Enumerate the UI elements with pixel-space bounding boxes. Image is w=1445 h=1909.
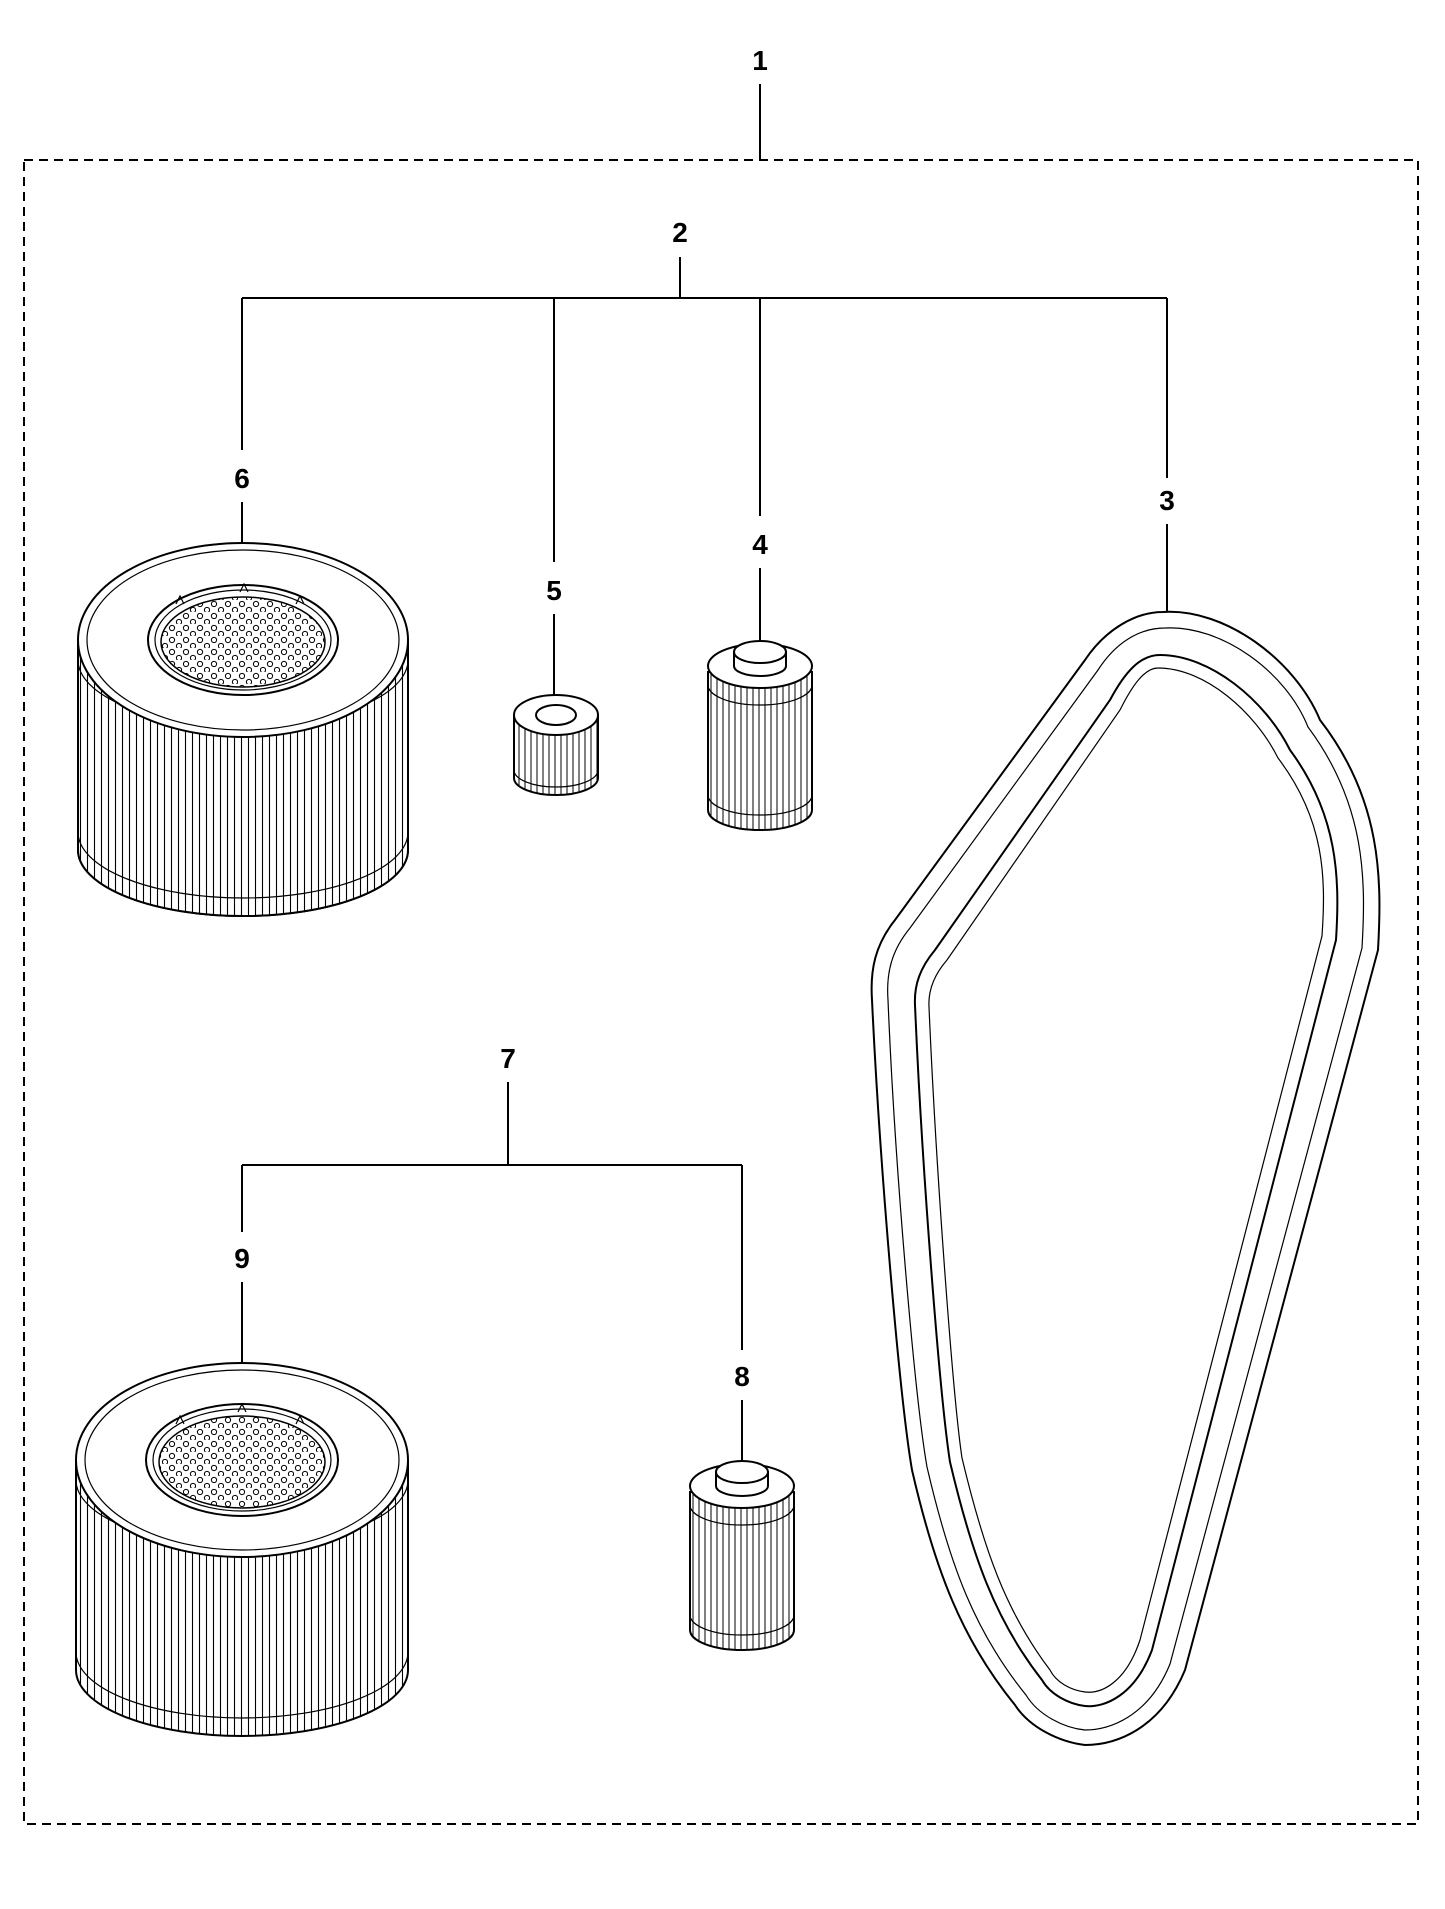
drive-belt-3 [870, 610, 1381, 1747]
callout-1: 1 [752, 45, 768, 76]
callout-6: 6 [234, 463, 250, 494]
callout-2: 2 [672, 217, 688, 248]
leader-tree-7 [241, 1082, 743, 1350]
fuel-filter-8 [689, 1460, 795, 1651]
fuel-filter-4 [707, 640, 813, 831]
filter-small-5 [513, 694, 599, 796]
callout-3: 3 [1159, 485, 1175, 516]
air-filter-large-6 [77, 542, 409, 917]
part-leaders-bottom [241, 1282, 743, 1465]
leader-tree-2 [241, 257, 1168, 562]
kit-boundary [23, 159, 1419, 1825]
part-leaders-top [241, 502, 1168, 697]
callout-9: 9 [234, 1243, 250, 1274]
callout-5: 5 [546, 575, 562, 606]
air-filter-large-9 [75, 1362, 409, 1737]
callout-8: 8 [734, 1361, 750, 1392]
callout-4: 4 [752, 529, 768, 560]
callout-7: 7 [500, 1043, 516, 1074]
